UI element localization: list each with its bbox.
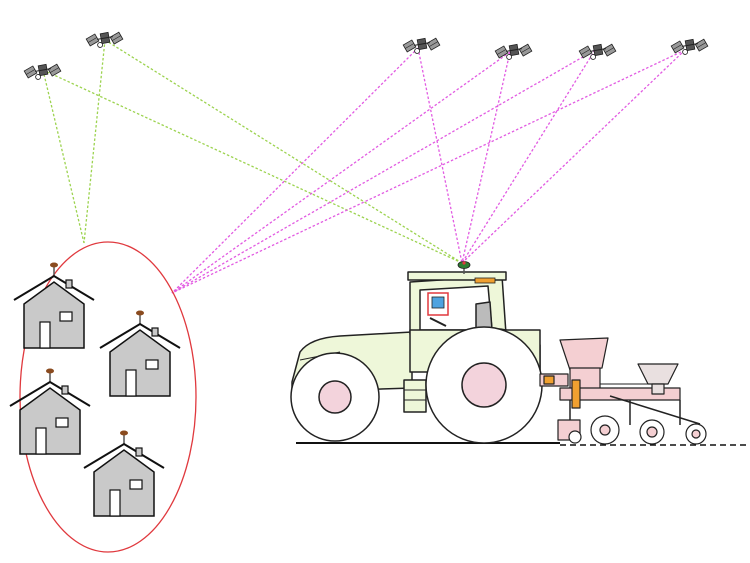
correction-satellites [402,34,710,63]
gps-satellites [23,28,125,83]
satellite-icon [494,40,534,63]
gps-line [104,39,463,264]
correction-signal-lines [171,47,686,294]
gps-line [42,69,85,244]
ground [296,442,750,446]
correction-line [461,49,686,264]
satellite-icon [578,40,618,63]
reference-stations [9,261,181,517]
reference-station-house-icon [83,429,165,517]
correction-line [171,47,419,294]
display-screen [431,296,445,309]
gps-signal-lines [42,39,463,264]
correction-line [417,47,463,264]
reference-station-area [19,241,197,553]
gps-line [83,39,106,244]
correction-line [461,51,511,264]
correction-line [171,49,686,294]
reference-station-house-icon [99,309,181,397]
gps-line [42,69,463,264]
reference-station-house-icon [13,261,95,349]
correction-line [171,51,511,294]
seed-drill-icon [539,337,707,445]
display-frame [427,292,449,316]
correction-line [171,49,596,294]
beacon-light [474,277,496,284]
satellite-icon [23,60,63,83]
antenna-icon [457,261,471,274]
reference-station-house-icon [9,367,91,455]
satellite-icon [402,34,442,57]
correction-line [461,49,596,264]
tractor-icon [290,271,543,444]
